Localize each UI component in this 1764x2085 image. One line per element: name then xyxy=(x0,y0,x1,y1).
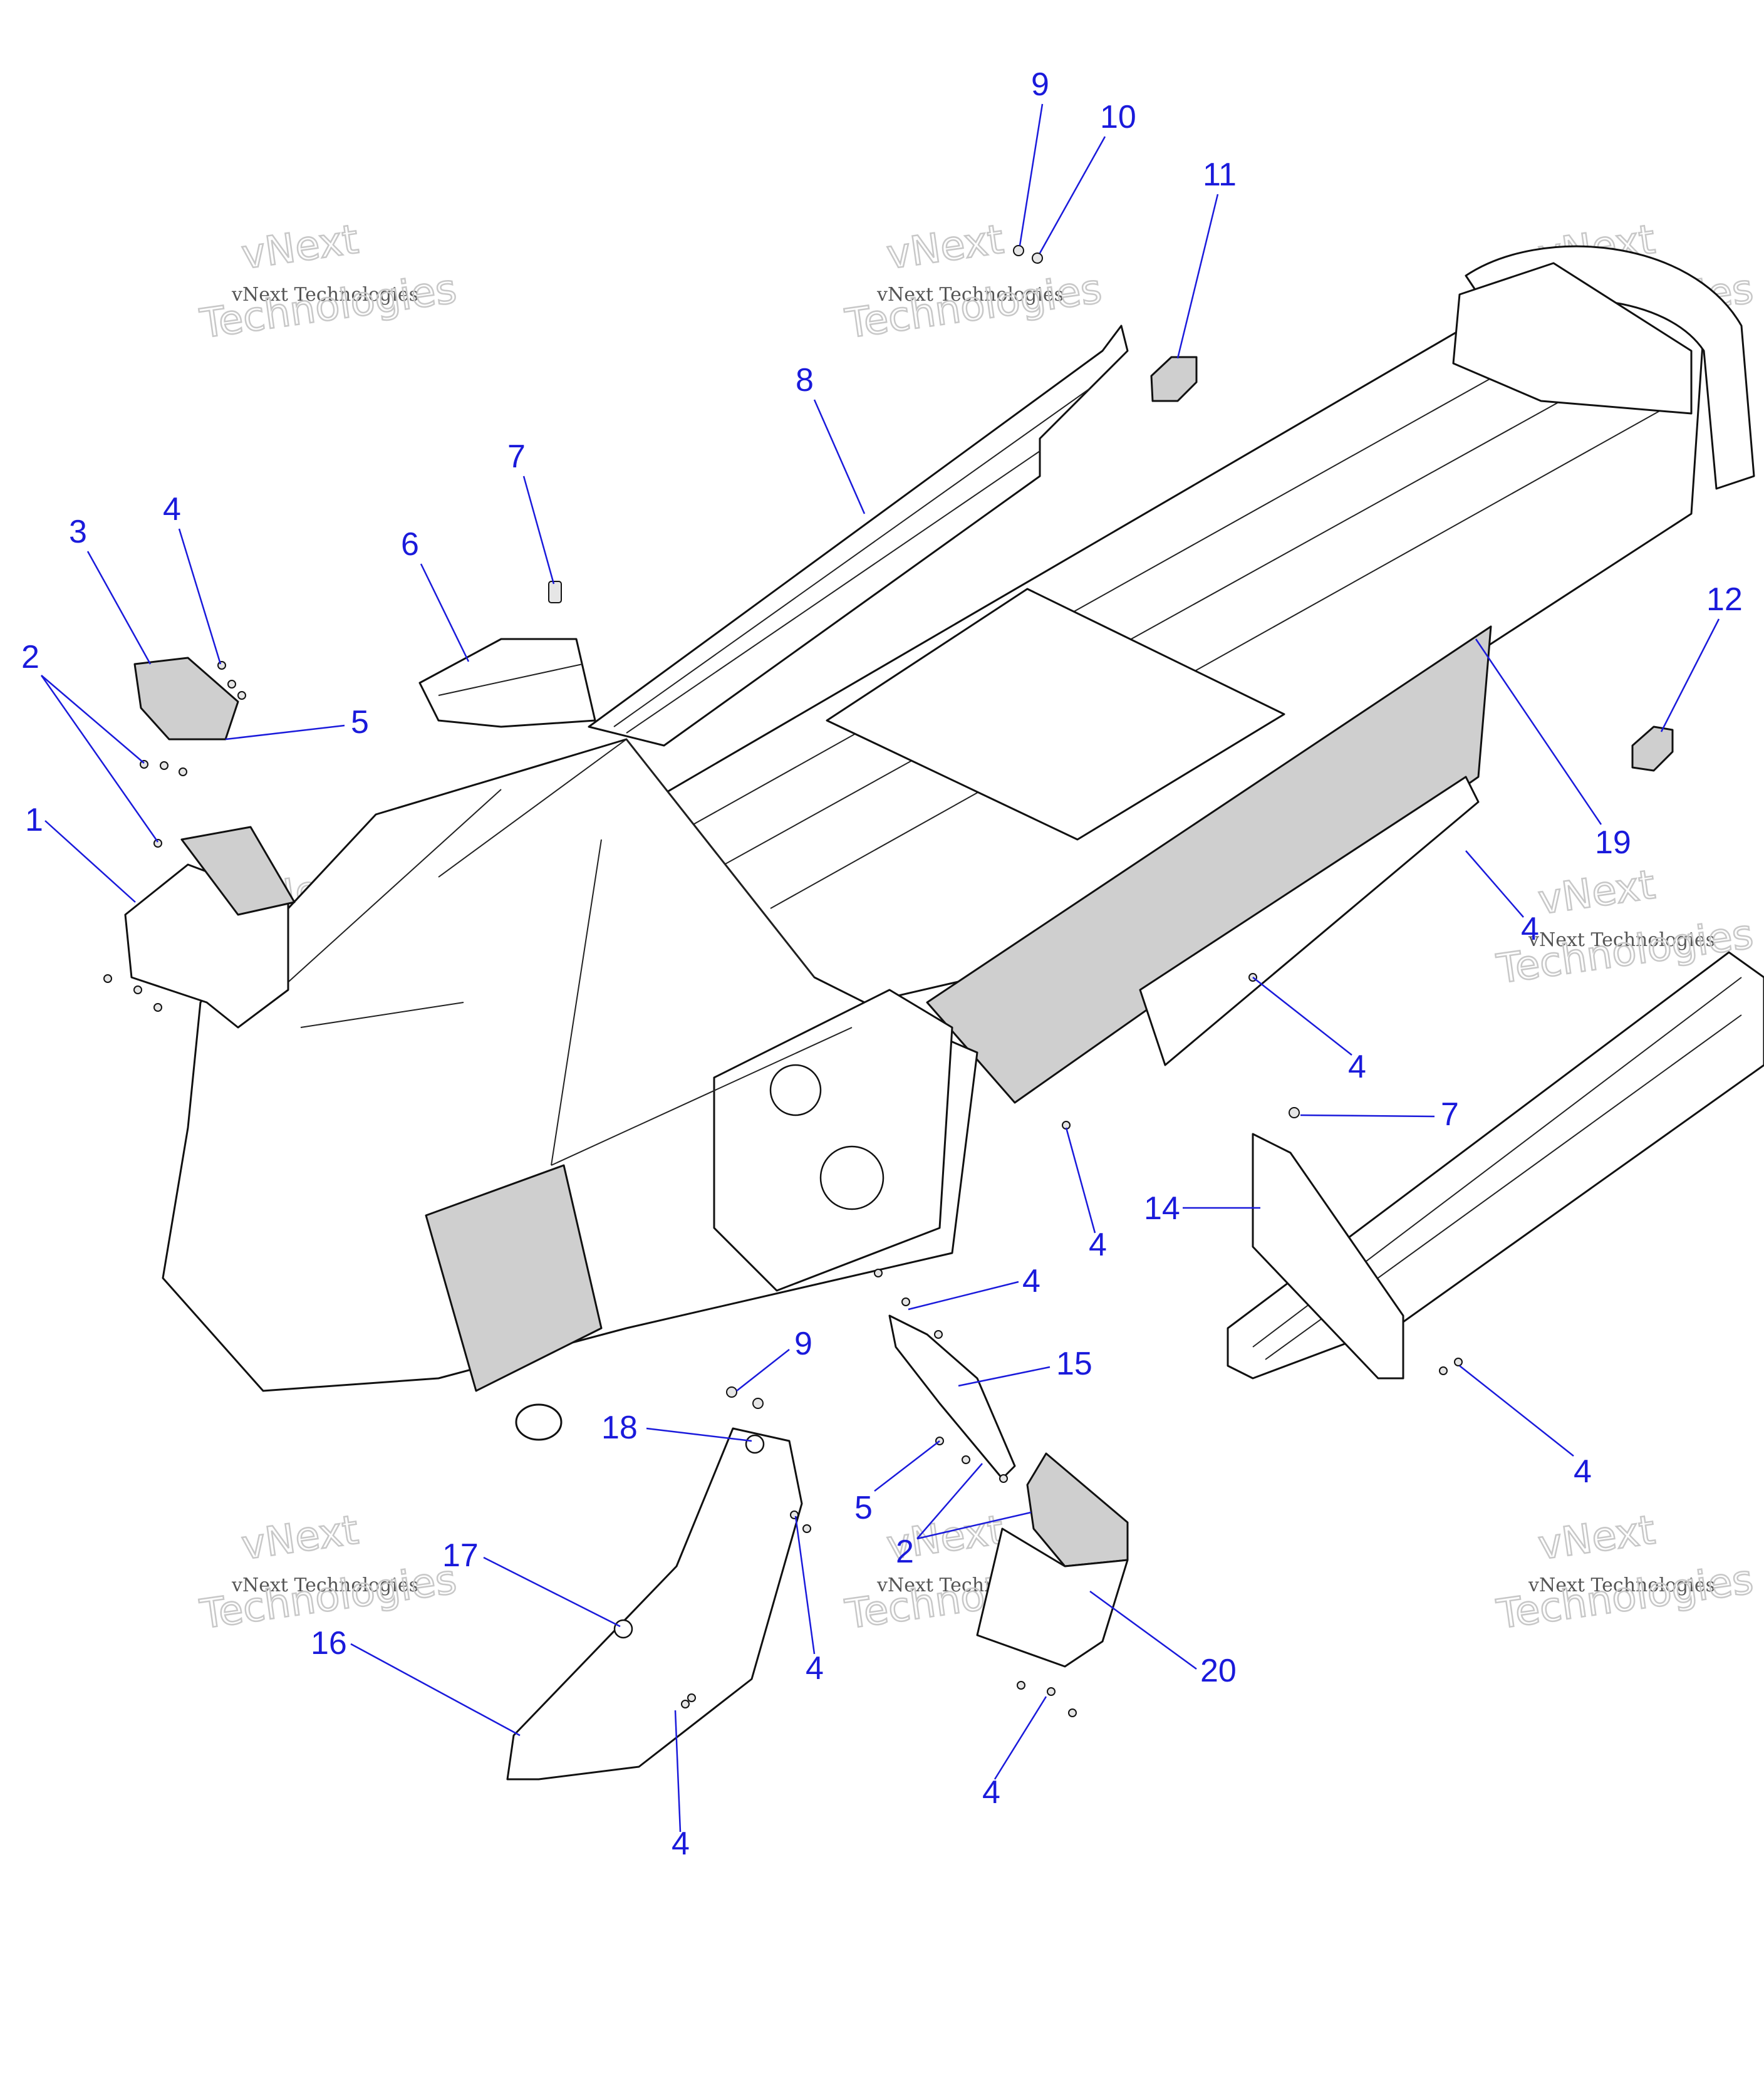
svg-text:vNext Technologies: vNext Technologies xyxy=(1528,929,1715,951)
svg-text:9: 9 xyxy=(1031,66,1049,103)
callout-5-top: 5 xyxy=(225,704,369,741)
svg-text:vNext Technologies: vNext Technologies xyxy=(231,284,418,306)
callout-17: 17 xyxy=(442,1537,621,1628)
callout-5-bottom: 5 xyxy=(854,1440,940,1526)
svg-text:16: 16 xyxy=(311,1625,347,1661)
svg-text:vNext Technologies: vNext Technologies xyxy=(231,1574,418,1596)
svg-text:18: 18 xyxy=(601,1410,638,1446)
svg-text:Technologies: Technologies xyxy=(1494,1556,1756,1638)
nut-9-top xyxy=(1013,245,1024,256)
svg-text:vNext: vNext xyxy=(884,216,1006,278)
svg-text:Technologies: Technologies xyxy=(197,266,459,348)
svg-text:10: 10 xyxy=(1100,99,1136,135)
callout-4-f: 4 xyxy=(1459,1365,1592,1490)
svg-text:8: 8 xyxy=(796,362,814,398)
callout-15: 15 xyxy=(958,1346,1092,1387)
callout-2-bottom: 2 xyxy=(896,1463,1032,1570)
watermark-bottom-left: vNext vNext Technologies Technologies xyxy=(197,1506,460,1639)
part-11-grommet xyxy=(1150,356,1198,402)
callout-14: 14 xyxy=(1144,1190,1260,1227)
callout-19: 19 xyxy=(1475,638,1631,861)
callout-11: 11 xyxy=(1176,157,1237,359)
callout-8: 8 xyxy=(796,362,866,514)
front-frame xyxy=(162,738,978,1441)
part-1-front-shield xyxy=(124,826,296,1029)
part-20-guard-plate xyxy=(976,1452,1129,1668)
svg-text:vNext: vNext xyxy=(1535,861,1658,923)
hardware-fasteners xyxy=(103,245,1463,1717)
watermark-top-center: vNext vNext Technologies Technologies xyxy=(842,216,1106,348)
svg-text:5: 5 xyxy=(854,1490,873,1526)
callout-18: 18 xyxy=(601,1410,752,1446)
svg-text:19: 19 xyxy=(1595,824,1631,861)
callout-10: 10 xyxy=(1039,99,1136,254)
callout-12: 12 xyxy=(1660,581,1743,732)
callout-3: 3 xyxy=(69,514,152,665)
part-6-steering-bracket xyxy=(418,638,596,728)
svg-text:4: 4 xyxy=(1521,911,1539,947)
svg-text:6: 6 xyxy=(401,526,419,563)
svg-text:7: 7 xyxy=(507,439,526,475)
callout-4-g: 4 xyxy=(794,1516,824,1687)
svg-text:9: 9 xyxy=(794,1326,812,1362)
svg-text:11: 11 xyxy=(1203,157,1237,193)
svg-text:17: 17 xyxy=(442,1537,479,1574)
svg-text:vNext: vNext xyxy=(239,216,361,278)
part-15-plate xyxy=(888,1314,1016,1480)
callout-4-e: 4 xyxy=(908,1263,1040,1311)
callout-6: 6 xyxy=(401,526,470,662)
part-14-bracket xyxy=(1252,1133,1404,1380)
part-12-grommet xyxy=(1631,725,1674,772)
nut-9-bottom xyxy=(726,1386,737,1398)
svg-text:Technologies: Technologies xyxy=(843,266,1104,348)
svg-text:vNext: vNext xyxy=(239,1507,361,1569)
svg-text:4: 4 xyxy=(1022,1263,1040,1299)
svg-text:3: 3 xyxy=(69,514,87,550)
chassis-tunnel xyxy=(563,245,1755,1104)
callout-4-i: 4 xyxy=(982,1696,1047,1811)
svg-text:4: 4 xyxy=(982,1774,1000,1811)
part-3-bracket xyxy=(133,657,239,741)
callout-4-b: 4 xyxy=(1465,850,1539,947)
callout-9-bottom: 9 xyxy=(736,1326,812,1391)
svg-text:12: 12 xyxy=(1706,581,1743,618)
callout-9-top: 9 xyxy=(1019,66,1049,246)
screw-7-top xyxy=(548,581,562,603)
svg-text:4: 4 xyxy=(1089,1227,1107,1263)
svg-text:7: 7 xyxy=(1441,1096,1459,1133)
svg-text:vNext Technologies: vNext Technologies xyxy=(876,284,1064,306)
svg-text:4: 4 xyxy=(806,1650,824,1687)
callout-16: 16 xyxy=(311,1625,521,1737)
svg-text:vNext: vNext xyxy=(1535,1507,1658,1569)
callout-4-d: 4 xyxy=(1065,1127,1107,1263)
callout-7-top: 7 xyxy=(507,439,555,585)
part-8-left-running-board xyxy=(588,325,1129,747)
svg-text:14: 14 xyxy=(1144,1190,1180,1227)
watermark-bottom-right: vNext vNext Technologies Technologies xyxy=(1493,1506,1757,1639)
callout-20: 20 xyxy=(1089,1590,1237,1689)
svg-text:20: 20 xyxy=(1200,1653,1237,1689)
watermark-top-left: vNext vNext Technologies Technologies xyxy=(197,216,460,348)
callout-7-right: 7 xyxy=(1300,1096,1459,1133)
callout-2-left: 2 xyxy=(21,639,159,843)
callout-4-a: 4 xyxy=(163,491,222,665)
svg-text:4: 4 xyxy=(1574,1453,1592,1490)
svg-text:2: 2 xyxy=(896,1534,914,1570)
svg-text:5: 5 xyxy=(351,704,369,741)
svg-text:1: 1 xyxy=(25,802,43,838)
svg-text:15: 15 xyxy=(1056,1346,1092,1382)
svg-text:2: 2 xyxy=(21,639,39,675)
callout-1: 1 xyxy=(25,802,136,903)
callout-4-h: 4 xyxy=(672,1710,690,1862)
svg-text:vNext Technologies: vNext Technologies xyxy=(1528,1574,1715,1596)
part-16-skid-guard xyxy=(506,1427,803,1781)
washer-10 xyxy=(1032,252,1043,264)
svg-text:4: 4 xyxy=(163,491,181,528)
callout-4-j: 4 xyxy=(812,1601,830,1638)
callout-4-c: 4 xyxy=(1252,977,1366,1085)
screw-7-right xyxy=(1289,1107,1300,1118)
